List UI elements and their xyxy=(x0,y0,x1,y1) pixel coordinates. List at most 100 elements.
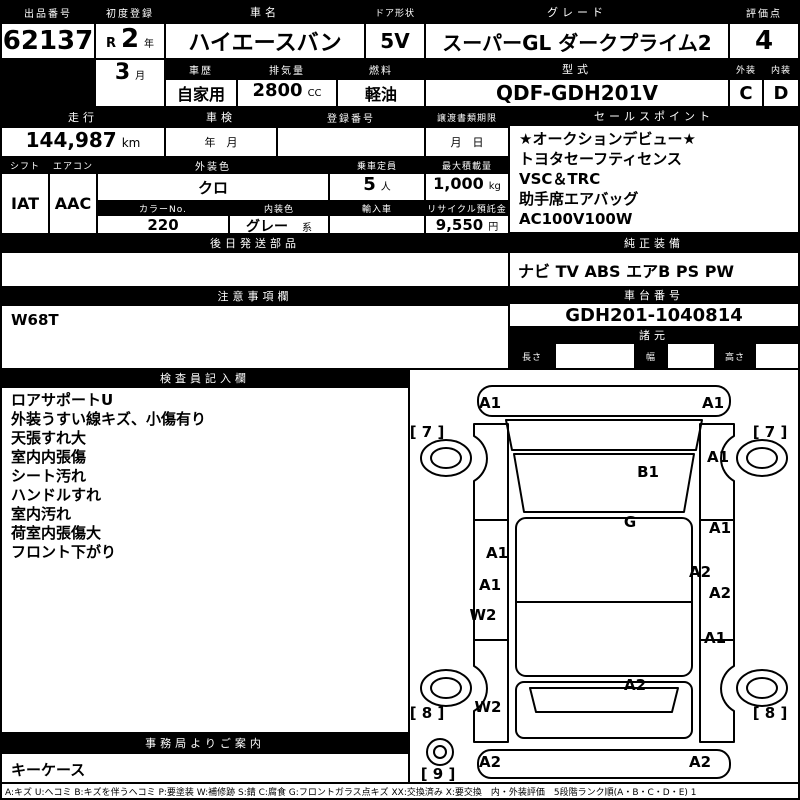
capacity-label: 乗車定員 xyxy=(330,158,424,172)
rear-right-wheel-inner xyxy=(746,677,778,699)
sales-point-item: VSC＆TRC xyxy=(519,170,601,188)
reg-month-digit: 3 xyxy=(114,60,131,85)
lot-number-label: 出品番号 xyxy=(2,2,94,22)
height-label: 高さ xyxy=(716,344,754,368)
door-shape-value: 5V xyxy=(366,24,424,58)
displacement-number: 2800 xyxy=(252,80,303,101)
damage-marker: A2 xyxy=(709,584,731,602)
color-no-label: カラーNo. xyxy=(98,202,228,214)
interior-color-name: グレー xyxy=(246,219,288,233)
spare-tire xyxy=(426,738,454,766)
recycle-deposit-number: 9,550 xyxy=(435,216,484,233)
grade-value: スーパーGL ダークプライム2 xyxy=(426,24,728,58)
first-registration-label: 初度登録 xyxy=(96,2,164,22)
car-outline xyxy=(420,385,788,779)
inspector-note-item: 室内汚れ xyxy=(11,505,72,523)
mileage-value: 144,987 km xyxy=(2,128,164,156)
max-load-number: 1,000 xyxy=(433,174,484,193)
shift-label: シフト xyxy=(2,158,48,172)
model-code-value: QDF-GDH201V xyxy=(426,80,728,106)
shift-value: IAT xyxy=(2,174,48,233)
specs-label: 諸元 xyxy=(510,328,798,342)
model-code-label: 型式 xyxy=(426,60,728,78)
width-value xyxy=(668,344,714,368)
recycle-deposit-value: 9,550 円 xyxy=(426,216,508,233)
displacement-label: 排気量 xyxy=(238,60,336,78)
exterior-grade-label: 外装 xyxy=(730,60,762,78)
door-shape-label: ドア形状 xyxy=(366,2,424,22)
capacity-unit: 人 xyxy=(380,182,391,193)
damage-marker: G xyxy=(624,513,636,531)
inspection-label: 車検 xyxy=(166,108,276,126)
reg-year-digit: 2 xyxy=(120,24,140,54)
year-suffix: 年 xyxy=(144,39,155,50)
grade-label: グレード xyxy=(426,2,728,22)
month-suffix: 月 xyxy=(135,71,146,82)
mileage-unit: km xyxy=(121,136,141,150)
damage-marker: [ 8 ] xyxy=(410,704,444,722)
damage-marker: A1 xyxy=(707,448,729,466)
fuel-label: 燃料 xyxy=(338,60,424,78)
legend-text: A:キズ U:ヘコミ B:キズを伴うヘコミ P:要塗装 W:補修跡 S:錆 C:… xyxy=(2,784,798,798)
inspector-note-item: ロアサポートU xyxy=(11,391,114,409)
registration-number-value xyxy=(278,128,424,156)
front-left-wheel xyxy=(420,439,472,477)
length-value xyxy=(556,344,634,368)
sales-point-item: 助手席エアバッグ xyxy=(519,190,639,208)
damage-marker: A2 xyxy=(624,676,646,694)
rear-hatch xyxy=(515,681,693,739)
score-value: 4 xyxy=(730,24,798,58)
damage-marker: A2 xyxy=(689,753,711,771)
chassis-number-value: GDH201-1040814 xyxy=(510,304,798,326)
windshield xyxy=(513,453,695,513)
inspector-notes-label: 検査員記入欄 xyxy=(2,370,408,386)
fuel-value: 軽油 xyxy=(338,80,424,106)
damage-marker: A1 xyxy=(486,544,508,562)
interior-color-suffix: 系 xyxy=(302,223,312,233)
sales-point-item: トヨタセーフティセンス xyxy=(519,150,682,168)
exterior-color-label: 外装色 xyxy=(98,158,328,172)
score-label: 評価点 xyxy=(730,2,798,22)
rear-left-wheel-inner xyxy=(430,677,462,699)
front-right-wheel xyxy=(736,439,788,477)
left-side-panel xyxy=(473,423,509,743)
first-registration-year: R 2 年 xyxy=(96,24,164,58)
damage-marker: [ 7 ] xyxy=(410,423,444,441)
era-mark: R xyxy=(105,36,116,51)
rear-right-wheel xyxy=(736,669,788,707)
length-label: 長さ xyxy=(510,344,554,368)
chassis-number-label: 車台番号 xyxy=(510,288,798,302)
import-car-label: 輸入車 xyxy=(330,202,424,214)
inspector-note-item: 室内内張傷 xyxy=(11,448,87,466)
sales-points-label: セールスポイント xyxy=(510,108,798,124)
aircon-label: エアコン xyxy=(50,158,96,172)
notes-value: W68T xyxy=(2,306,508,368)
interior-color-label: 内装色 xyxy=(230,202,328,214)
car-history-value: 自家用 xyxy=(166,80,236,106)
exterior-color-value: クロ xyxy=(98,174,328,200)
first-registration-month: 3 月 xyxy=(96,60,164,106)
capacity-number: 5 xyxy=(363,174,376,195)
damage-marker: W2 xyxy=(470,606,497,624)
damage-marker: A2 xyxy=(479,753,501,771)
damage-marker: A1 xyxy=(702,394,724,412)
damage-marker: A1 xyxy=(709,519,731,537)
office-info-value: キーケース xyxy=(2,754,408,782)
inspector-note-item: 外装うすい線キズ、小傷有り xyxy=(11,410,207,428)
recycle-deposit-unit: 円 xyxy=(488,222,499,233)
car-history-label: 車歴 xyxy=(166,60,236,78)
inspector-note-item: ハンドルすれ xyxy=(11,486,102,504)
max-load-unit: kg xyxy=(488,181,501,192)
damage-marker: [ 9 ] xyxy=(421,765,456,782)
transfer-deadline-label: 譲渡書類期限 xyxy=(426,108,508,126)
damage-marker: B1 xyxy=(637,463,659,481)
damage-marker: A2 xyxy=(689,563,711,581)
inspector-note-item: 荷室内張傷大 xyxy=(11,524,102,542)
recycle-deposit-label: リサイクル預託金 xyxy=(426,202,508,214)
spare-tire-inner xyxy=(433,745,447,759)
later-parts-label: 後日発送部品 xyxy=(2,235,508,251)
